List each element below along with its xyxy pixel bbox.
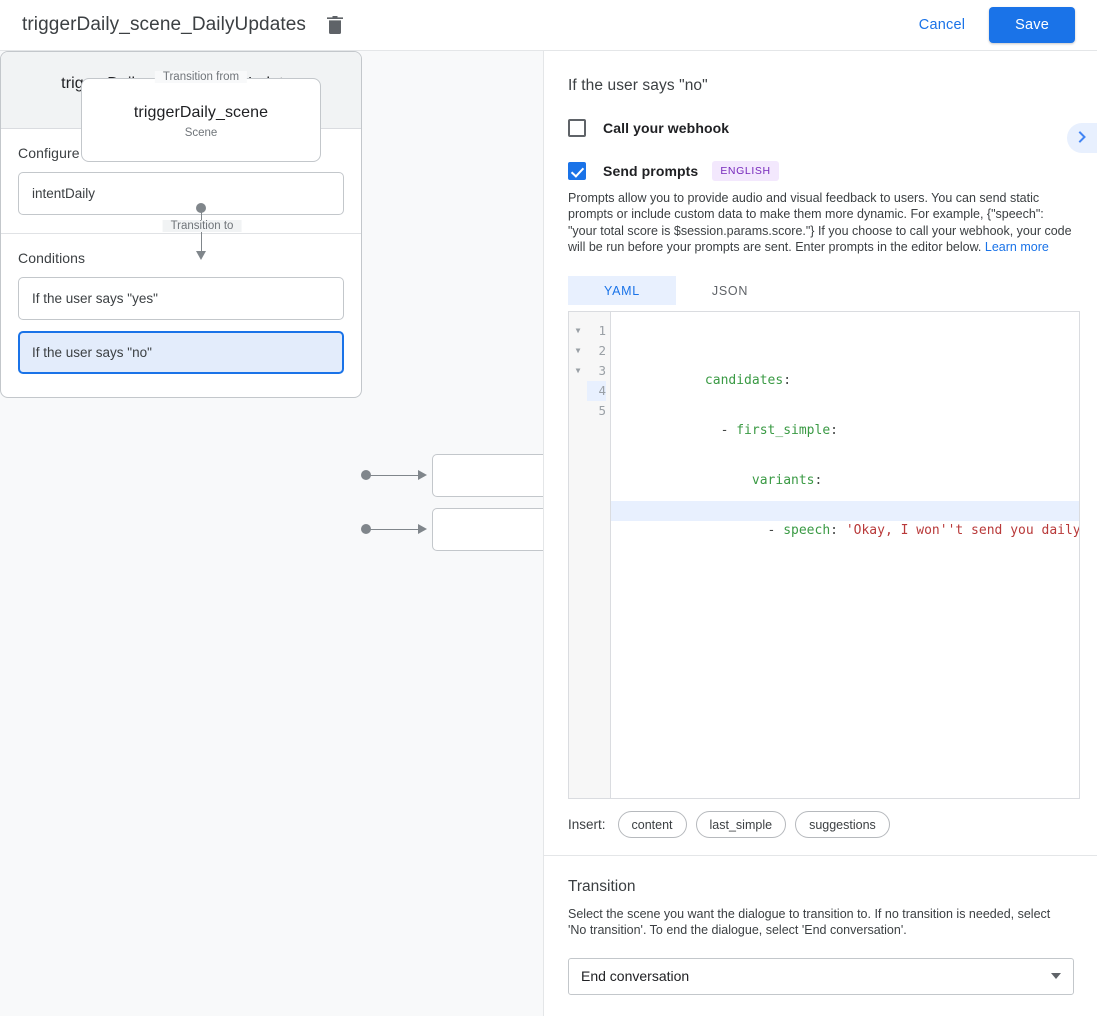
top-app-bar: triggerDaily_scene_DailyUpdates Cancel S…: [0, 0, 1097, 51]
code-key: variants: [751, 473, 815, 489]
condition-item-no[interactable]: If the user says "no": [18, 331, 344, 374]
line-number: 4: [587, 381, 606, 402]
learn-more-link[interactable]: Learn more: [984, 239, 1049, 254]
send-prompts-label: Send prompts: [603, 163, 699, 179]
fold-caret-2[interactable]: ▼: [575, 346, 581, 356]
code-key: candidates: [704, 373, 784, 389]
line-number: 1: [598, 323, 606, 339]
insert-chip-suggestions[interactable]: suggestions: [795, 811, 890, 839]
chevron-right-icon: [1075, 130, 1089, 147]
chevron-down-icon: [1051, 973, 1061, 980]
prompt-code-editor[interactable]: ▼ ▼ ▼ 1 2 3 4 5 candidates:: [568, 311, 1080, 800]
page-title: triggerDaily_scene_DailyUpdates: [22, 14, 307, 35]
target-node-yes[interactable]: [432, 454, 543, 497]
line-number: 2: [598, 343, 606, 359]
target-node-no[interactable]: [432, 508, 543, 551]
prompts-help-body: Prompts allow you to provide audio and v…: [568, 191, 1072, 254]
code-key: speech: [783, 523, 831, 539]
code-line: variants:: [611, 451, 1079, 488]
transition-to-legend: Transition to: [162, 220, 242, 232]
connector-arrow-down: [195, 251, 206, 260]
panel-title: If the user says "no": [568, 77, 708, 94]
code-punct: :: [783, 373, 792, 389]
intent-field[interactable]: intentDaily: [18, 172, 344, 215]
code-line: - speech: 'Okay, I won''t send you daily…: [611, 501, 1079, 538]
code-string: 'Okay, I won''t send you daily update: [845, 523, 1079, 539]
code-line: - first_simple:: [611, 401, 1079, 438]
call-webhook-label: Call your webhook: [603, 120, 730, 136]
tab-json[interactable]: JSON: [676, 276, 784, 305]
panel-content: If the user says "no" Call your webhook …: [544, 51, 1097, 995]
code-dash: -: [720, 423, 737, 439]
code-indent: [705, 423, 721, 438]
condition-item-yes[interactable]: If the user says "yes": [18, 277, 344, 320]
transition-from-title: triggerDaily_scene: [133, 104, 269, 121]
transition-select[interactable]: End conversation: [568, 957, 1074, 995]
code-line: candidates:: [611, 351, 1079, 388]
editor-code-lines[interactable]: candidates: - first_simple: variants: - …: [611, 312, 1079, 798]
transition-from-legend: Transition from: [154, 71, 248, 83]
tab-yaml[interactable]: YAML: [568, 276, 676, 306]
connector-arrow-yes: [418, 469, 427, 480]
insert-label: Insert:: [568, 817, 606, 833]
send-prompts-row[interactable]: Send prompts ENGLISH: [568, 161, 1073, 181]
trash-icon: [326, 15, 344, 35]
code-key: first_simple: [736, 423, 831, 439]
line-number: 5: [598, 403, 606, 419]
call-webhook-checkbox[interactable]: [568, 119, 586, 137]
panel-collapse-button[interactable]: [1067, 123, 1097, 153]
insert-chip-content[interactable]: content: [617, 811, 687, 839]
code-punct: :: [830, 523, 846, 539]
scene-graph-canvas[interactable]: Transition from triggerDaily_scene Scene…: [0, 51, 543, 1016]
transition-select-value: End conversation: [581, 968, 690, 985]
save-button[interactable]: Save: [989, 7, 1075, 43]
insert-chips-row: Insert: content last_simple suggestions: [568, 811, 1073, 839]
transition-from-node[interactable]: Transition from triggerDaily_scene Scene: [81, 71, 321, 162]
conditions-section: Conditions If the user says "yes" If the…: [1, 233, 361, 392]
code-indent: [705, 523, 768, 538]
send-prompts-checkbox[interactable]: [568, 162, 586, 180]
code-punct: :: [814, 473, 823, 489]
code-punct: :: [830, 423, 838, 439]
fold-caret-1[interactable]: ▼: [575, 326, 581, 336]
language-badge: ENGLISH: [712, 161, 779, 181]
transition-section-title: Transition: [568, 878, 636, 896]
fold-caret-3[interactable]: ▼: [575, 366, 581, 376]
connector-line-no: [366, 528, 419, 530]
delete-button[interactable]: [320, 10, 350, 40]
conditions-label: Conditions: [18, 250, 86, 266]
line-number: 3: [598, 363, 606, 379]
code-indent: [705, 473, 752, 488]
connector-line-yes: [366, 474, 419, 476]
fold-caret-5: [569, 401, 587, 421]
code-dash: -: [767, 523, 784, 539]
editor-fold-column: ▼ ▼ ▼: [569, 312, 587, 799]
call-webhook-row[interactable]: Call your webhook: [568, 119, 1073, 137]
details-panel: If the user says "no" Call your webhook …: [543, 51, 1097, 1016]
panel-header: If the user says "no": [568, 51, 1073, 95]
fold-caret-4: [569, 381, 587, 401]
section-divider: [544, 855, 1097, 857]
connector-arrow-no: [418, 523, 427, 534]
editor-format-tabs: YAML JSON: [568, 276, 1073, 306]
prompts-help-text: Prompts allow you to provide audio and v…: [568, 190, 1073, 255]
editor-line-numbers: 1 2 3 4 5: [587, 312, 611, 799]
insert-chip-last-simple[interactable]: last_simple: [695, 811, 787, 839]
transition-description: Select the scene you want the dialogue t…: [568, 907, 1051, 938]
content-area: Transition from triggerDaily_scene Scene…: [0, 51, 1097, 1016]
cancel-button[interactable]: Cancel: [905, 8, 979, 42]
transition-from-subtitle: Scene: [184, 127, 218, 139]
